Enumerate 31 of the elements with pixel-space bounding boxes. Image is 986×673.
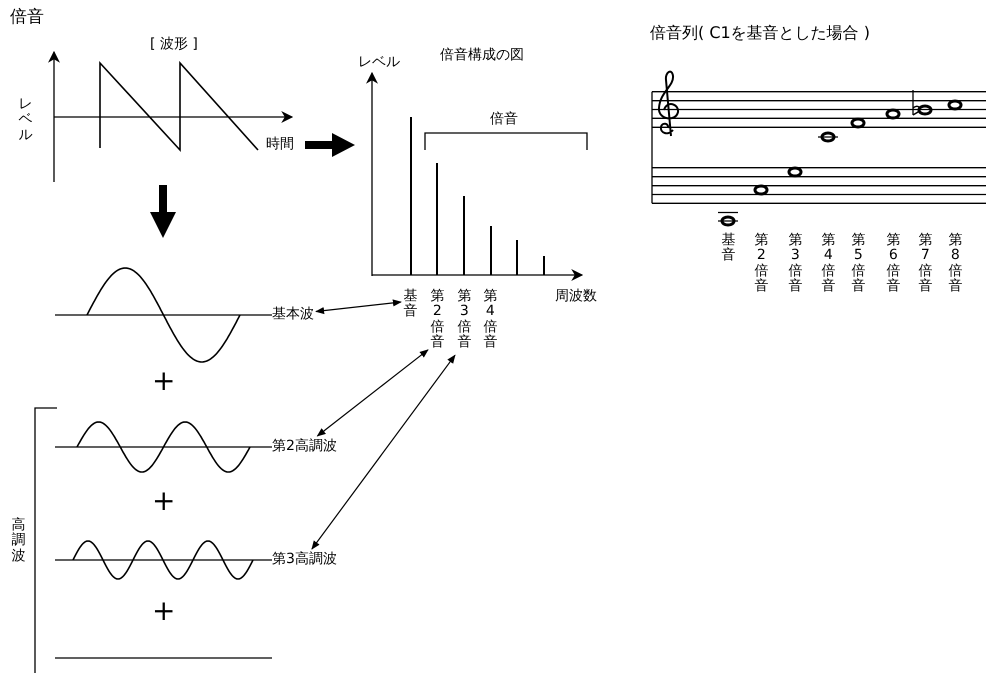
arrow (311, 354, 456, 550)
harmonic-label: 第4倍音 (821, 233, 836, 295)
axis-label: 時間 (266, 136, 294, 152)
harmonic-label: 第4倍音 (483, 289, 498, 351)
harmonic-label: 基音 (721, 233, 736, 264)
harmonic-label: 第2倍音 (754, 233, 769, 295)
harmonic-label: 第5倍音 (851, 233, 866, 295)
harmonic-label: 第7倍音 (918, 233, 933, 295)
axis-label: レベル (18, 97, 33, 144)
diagram-title: 倍音 (10, 8, 44, 28)
plus-sign: + (152, 595, 176, 628)
wave-label: 第2高調波 (272, 438, 337, 454)
plus-sign: + (152, 485, 176, 518)
graph-title: [ 波形 ] (150, 36, 198, 52)
arrow (316, 349, 429, 437)
harmonic-label: 第3倍音 (788, 233, 803, 295)
graph-title: 倍音列( C1を基音とした場合 ) (650, 24, 870, 42)
axis-label: 高調波 (11, 518, 26, 564)
plus-sign: + (152, 365, 176, 398)
wave-label: 第3高調波 (272, 551, 337, 568)
wave-label: 基本波 (272, 306, 314, 322)
harmonic-label: 第6倍音 (886, 233, 901, 295)
harmonic-label: 第3倍音 (457, 289, 472, 351)
bracket-label: 倍音 (490, 111, 518, 128)
axis-label: 周波数 (555, 288, 597, 304)
graph-title: 倍音構成の図 (440, 47, 524, 64)
harmonic-label: 第2倍音 (430, 289, 445, 351)
arrow (315, 299, 402, 314)
harmonic-label: 基音 (403, 289, 418, 320)
axis-label: レベル (358, 54, 400, 70)
harmonic-label: 第8倍音 (948, 233, 963, 295)
